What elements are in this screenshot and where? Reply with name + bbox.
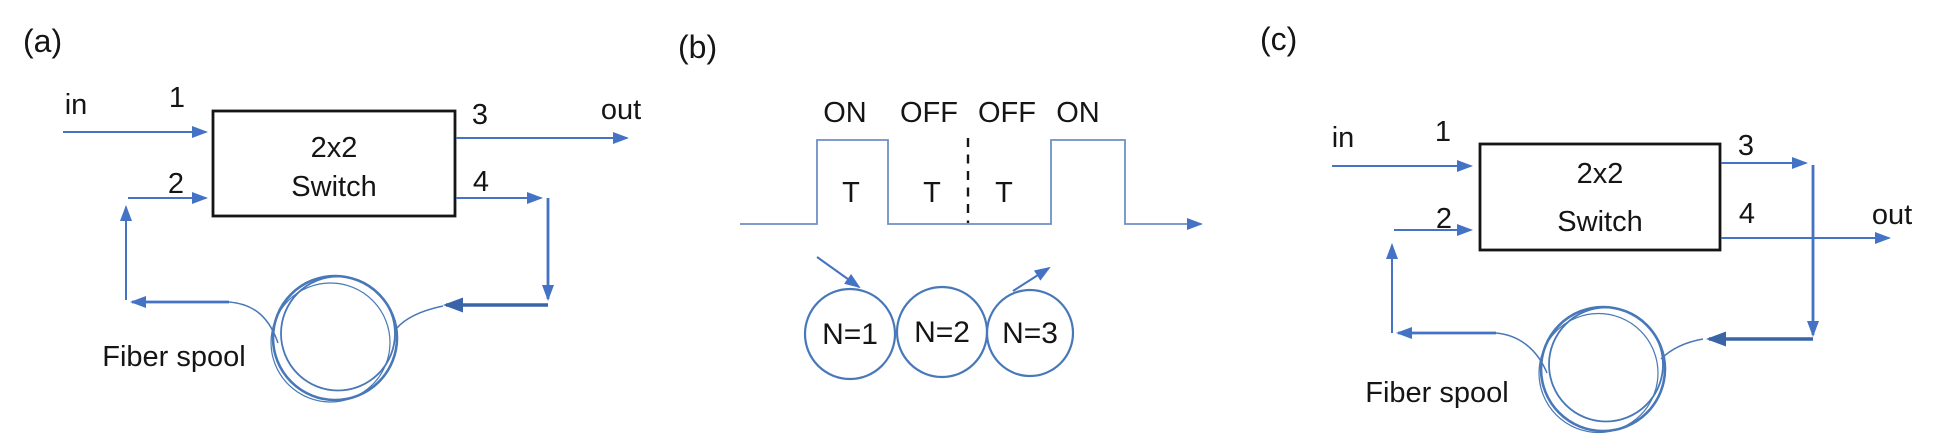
in-label: in [1332,122,1355,154]
fiber-spool-coil [270,282,391,403]
switch-title: 2x2 [1577,158,1624,190]
fiber-spool-coil [271,274,399,402]
switch-title: 2x2 [311,132,358,164]
port-4-label: 4 [1739,198,1755,230]
panel-b: (b) ON OFF OFF ON T T T N=1 N=2 N=3 [678,29,1203,381]
port-3-label: 3 [472,99,488,131]
pulse-label-n1: N=1 [822,318,878,351]
spool-lead-left [1495,332,1548,374]
panel-c: (c) in 1 2x2 Switch 3 4 out 2 Fiber spoo… [1260,21,1912,434]
in-label: in [65,89,88,121]
port-2-label: 2 [1436,203,1452,235]
switch-timing-waveform [740,139,1203,230]
state-label-on-2: ON [1056,97,1100,129]
fiber-spool-coil [1539,305,1667,433]
panel-c-tag: (c) [1260,21,1297,57]
port-1-label: 1 [169,82,185,114]
panel-a: (a) in 1 2x2 Switch 3 out 2 4 Fiber spoo… [23,23,641,403]
pulse-circle-n3 [985,288,1075,378]
out-label: out [601,94,641,126]
pulse-in-arrow [816,256,861,289]
state-label-off-2: OFF [978,97,1036,129]
port-1-label: 1 [1435,116,1451,148]
port-4-label: 4 [473,166,489,198]
port-2-label: 2 [168,168,184,200]
spool-lead-right [1660,338,1704,360]
switch-box [211,109,457,218]
fiber-spool-coil [1548,306,1664,423]
panel-b-tag: (b) [678,29,717,65]
fiber-spool-coil [280,275,396,392]
spool-lead-right [395,305,444,330]
fiber-spool-label: Fiber spool [102,341,245,373]
pulse-label-n2: N=2 [914,316,970,349]
pulse-label-n3: N=3 [1002,317,1058,350]
panel-a-tag: (a) [23,23,62,59]
switch-subtitle: Switch [291,171,376,203]
switch-box [1478,142,1722,252]
port-3-label: 3 [1738,130,1754,162]
spool-lead-left [228,301,279,344]
interval-label-t3: T [995,177,1013,209]
interval-label-t1: T [842,177,860,209]
pulse-out-arrow [1012,266,1051,292]
out-label: out [1872,199,1912,231]
switch-subtitle: Switch [1557,206,1642,238]
interval-label-t2: T [923,177,941,209]
fiber-spool-coil [1538,312,1659,434]
state-label-off-1: OFF [900,97,958,129]
pulse-circle-n1 [803,287,897,381]
state-label-on-1: ON [823,97,867,129]
fiber-spool-label: Fiber spool [1365,377,1508,409]
